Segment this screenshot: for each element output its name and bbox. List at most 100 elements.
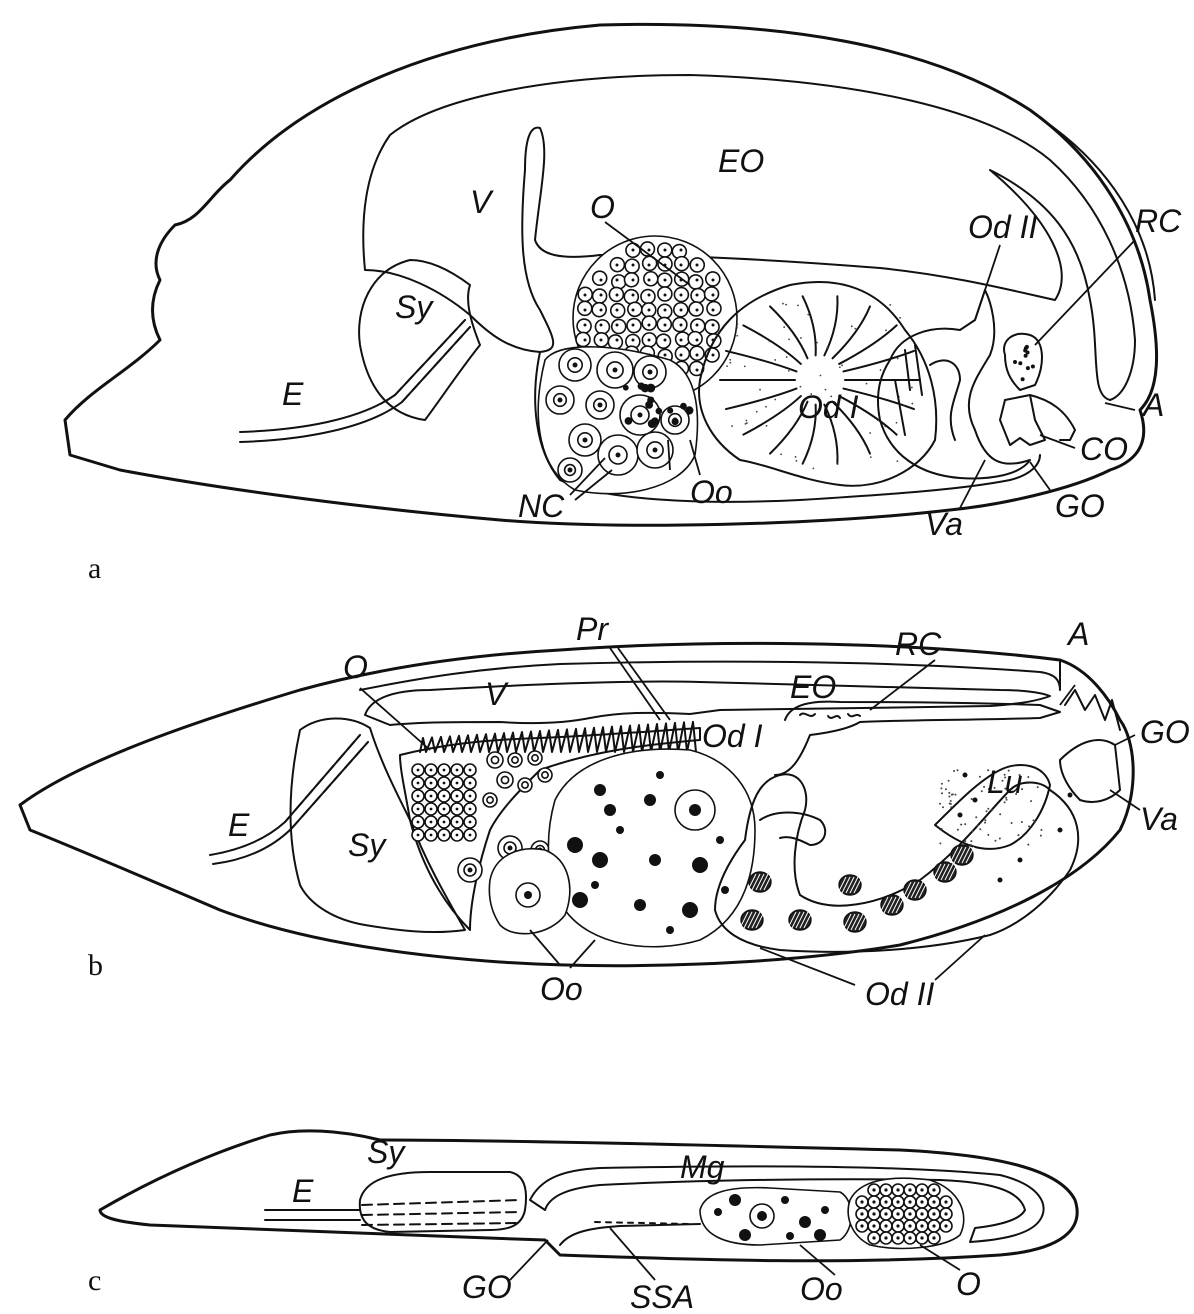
- oocyte-nucleolus: [573, 363, 578, 368]
- ovary-cell-nucleus: [884, 1200, 887, 1203]
- panel-b-label-Va: Va: [1140, 801, 1178, 837]
- ovary-cell-nucleus: [884, 1188, 887, 1191]
- ovary-cell: [690, 346, 704, 360]
- stipple: [979, 828, 981, 830]
- panel-a-label-RC: RC: [1135, 203, 1182, 239]
- stipple: [987, 834, 989, 836]
- ovary-cell: [593, 271, 607, 285]
- ovary-cell-nucleus: [469, 769, 472, 772]
- ovary-cell-nucleus: [632, 279, 635, 282]
- stipple: [972, 830, 974, 832]
- ovary-cell: [576, 332, 590, 346]
- ovary-cell: [641, 290, 655, 304]
- ovary-cell-nucleus: [696, 339, 699, 342]
- ovary-cell: [657, 334, 671, 348]
- ovary-cell-nucleus: [680, 354, 683, 357]
- yolk-granule: [682, 902, 698, 918]
- panel-b-label-EO: EO: [790, 669, 836, 705]
- oviduct-fold: [843, 351, 913, 372]
- ovary-cell-nucleus: [680, 339, 683, 342]
- yolk-granule: [649, 854, 661, 866]
- panel-a-label-A: A: [1141, 387, 1164, 423]
- stipple: [841, 364, 843, 366]
- ovary-cell: [675, 257, 689, 271]
- panel-a-label-O: O: [590, 189, 615, 225]
- panel-b-rc-squiggle: [800, 714, 860, 718]
- stipple: [889, 304, 891, 306]
- stipple: [957, 829, 959, 831]
- ovary-cell: [705, 287, 719, 301]
- stipple: [984, 819, 986, 821]
- rc-granule: [1026, 366, 1030, 370]
- ovary-cell-nucleus: [600, 309, 603, 312]
- ovary-cell-nucleus: [860, 1224, 863, 1227]
- ovary-cell-nucleus: [456, 795, 459, 798]
- yolk-granule: [714, 1208, 722, 1216]
- oocyte-nucleolus: [558, 398, 563, 403]
- stipple: [948, 792, 950, 794]
- panel-c-label-Oo: Oo: [800, 1271, 843, 1307]
- ovary-cell-nucleus: [443, 769, 446, 772]
- yolk-granule: [616, 826, 624, 834]
- stipple: [851, 325, 853, 327]
- stipple: [780, 453, 782, 455]
- yolk-granule: [592, 852, 608, 868]
- stipple: [800, 386, 802, 388]
- oocyte-nucleolus: [568, 468, 573, 473]
- stipple: [759, 389, 761, 391]
- panel-c-letter: c: [88, 1264, 101, 1297]
- panel-c-label-GO: GO: [462, 1269, 512, 1305]
- ovary-cell-nucleus: [456, 808, 459, 811]
- ovary-cell-nucleus: [600, 324, 603, 327]
- ovary-cell-nucleus: [712, 324, 715, 327]
- stipple: [1011, 822, 1013, 824]
- ovary-cell-nucleus: [680, 294, 683, 297]
- panel-a-label-OdI: Od I: [798, 389, 859, 425]
- stipple: [941, 828, 943, 830]
- ovary-cell-nucleus: [696, 264, 699, 267]
- ovary-cell-nucleus: [932, 1236, 935, 1239]
- ovary-cell-nucleus: [664, 294, 667, 297]
- oocyte-nucleus: [491, 756, 498, 763]
- ovary-cell-nucleus: [469, 821, 472, 824]
- ovary-cell-nucleus: [616, 294, 619, 297]
- ovary-cell-nucleus: [632, 339, 635, 342]
- ovary-cell-nucleus: [664, 249, 667, 252]
- stipple: [786, 356, 788, 358]
- stipple: [783, 326, 785, 328]
- yolk-granule: [645, 401, 653, 409]
- yolk-granule: [656, 408, 663, 415]
- ovary-cell-nucleus: [696, 369, 699, 372]
- stipple: [896, 422, 898, 424]
- ovary-cell-nucleus: [664, 354, 667, 357]
- stipple: [975, 816, 977, 818]
- ovary-cell-nucleus: [648, 264, 651, 267]
- oocyte-nucleolus: [648, 370, 653, 375]
- ovary-cell-nucleus: [469, 795, 472, 798]
- ovary-cell-nucleus: [872, 1200, 875, 1203]
- stipple: [746, 422, 748, 424]
- stipple: [756, 411, 758, 413]
- ovary-cell-nucleus: [908, 1200, 911, 1203]
- stipple: [951, 794, 953, 796]
- stipple: [880, 369, 882, 371]
- stipple: [999, 838, 1001, 840]
- ovary-cell-nucleus: [680, 309, 683, 312]
- stipple: [899, 317, 901, 319]
- oocyte-nucleolus: [613, 368, 618, 373]
- ovary-cell-nucleus: [664, 339, 667, 342]
- stipple: [987, 808, 989, 810]
- stipple: [950, 806, 952, 808]
- ovary-cell-nucleus: [860, 1212, 863, 1215]
- panel-a: EO V O Sy E Od II RC Od I A CO GO Va NC …: [65, 24, 1182, 585]
- ovary-cell-nucleus: [896, 1224, 899, 1227]
- ovary-cell-nucleus: [944, 1212, 947, 1215]
- granule: [963, 773, 968, 778]
- ovary-cell-nucleus: [469, 808, 472, 811]
- ovary-cell-nucleus: [417, 834, 420, 837]
- granule: [958, 813, 963, 818]
- ovary-cell-nucleus: [680, 249, 683, 252]
- panel-a-label-CO: CO: [1080, 431, 1128, 467]
- stipple: [979, 776, 981, 778]
- panel-b-label-A: A: [1066, 616, 1089, 652]
